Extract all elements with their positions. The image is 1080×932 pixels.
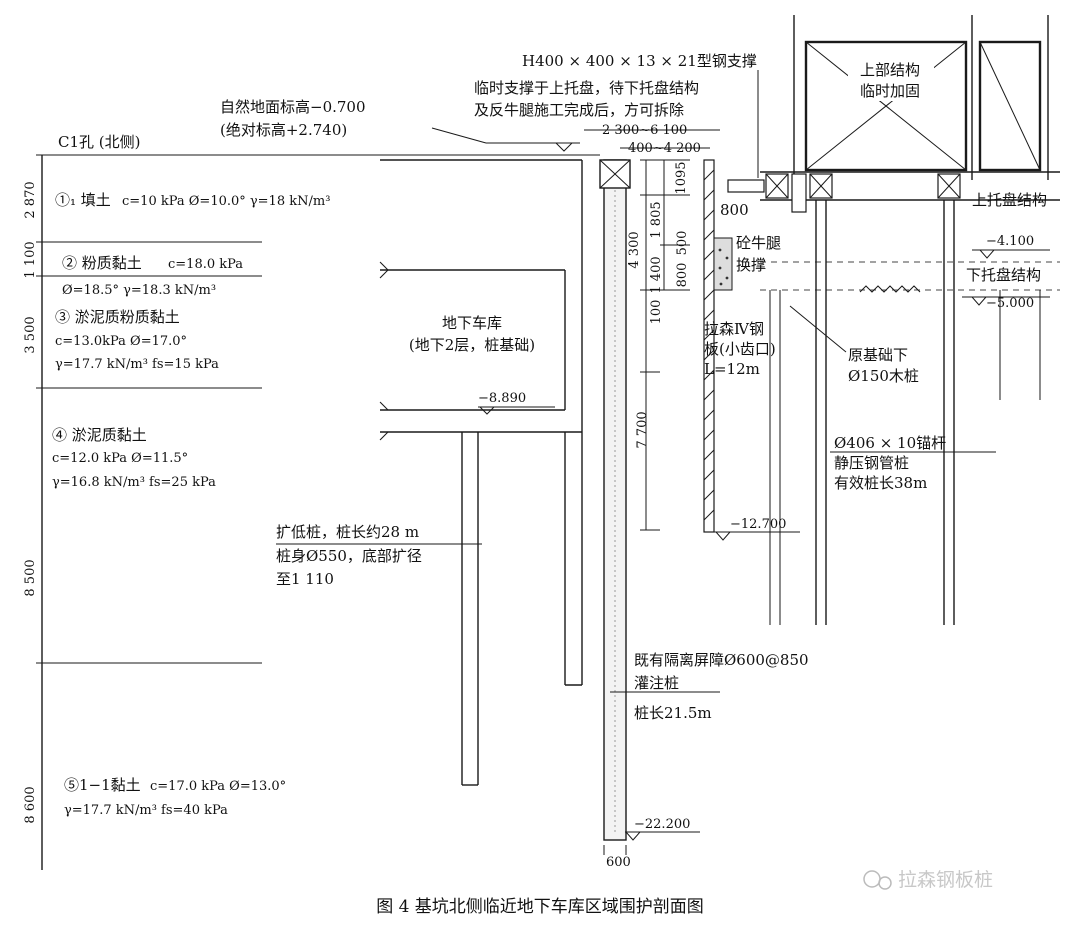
dim-800-horizontal: 800	[720, 201, 749, 219]
lower-tray: −4.100 下托盘结构 −5.000	[760, 234, 1060, 311]
garage-title: 地下车库	[442, 314, 502, 332]
upper-structure: 上部结构 临时加固	[793, 15, 1049, 180]
dim-500: 500	[675, 231, 690, 256]
elevation-minus-5000: −5.000	[986, 296, 1034, 311]
strut-dim-range-2: 400~4 200	[628, 141, 701, 156]
sheet-pile-label-2: 板(小齿口)	[704, 340, 776, 358]
absolute-elevation-label: (绝对标高+2.740)	[220, 121, 347, 139]
thickness-layer-2: 1 100	[23, 241, 38, 278]
layer-1-name: ①₁ 填土	[55, 191, 111, 209]
barrier-label-1: 既有隔离屏障Ø600@850	[634, 651, 809, 669]
wood-pile-label-2: Ø150木桩	[848, 367, 919, 385]
hatch-icon	[859, 285, 921, 293]
ground-elevation: 自然地面标高−0.700 (绝对标高+2.740)	[220, 98, 580, 152]
upper-structure-label-2: 临时加固	[860, 82, 920, 100]
thickness-layer-4: 8 500	[23, 559, 38, 596]
dim-1400: 1 400	[649, 256, 664, 293]
elevation-marker-icon	[714, 531, 732, 541]
dim-4300: 4 300	[627, 231, 642, 268]
pipe-pile-label-1: Ø406 × 10锚杆	[834, 434, 946, 452]
thickness-layer-5: 8 600	[23, 786, 38, 823]
wood-pile-label-1: 原基础下	[848, 346, 908, 364]
watermark-text: 拉森钢板桩	[898, 869, 993, 891]
steel-strut: H400 × 400 × 13 × 21型钢支撑 临时支撑于上托盘，待下托盘结构…	[474, 52, 765, 193]
corbel-label-2: 换撑	[736, 256, 766, 274]
layer-3-name: ③ 淤泥质粉质黏土	[55, 308, 180, 326]
barrier-bottom-elevation: −22.200	[634, 817, 690, 832]
layer-2-name: ② 粉质黏土	[62, 254, 142, 272]
lower-tray-label: 下托盘结构	[966, 266, 1041, 284]
layer-2-params-2: Ø=18.5° γ=18.3 kN/m³	[62, 283, 216, 298]
elevation-marker-icon	[554, 142, 574, 152]
figure-caption: 图 4 基坑北侧临近地下车库区域围护剖面图	[376, 897, 704, 917]
enlarged-pile-label-1: 扩低桩，桩长约28 m	[276, 523, 419, 541]
layer-3-params-1: c=13.0kPa Ø=17.0°	[55, 334, 187, 349]
dim-600: 600	[606, 855, 631, 870]
sheet-pile-label-1: 拉森Ⅳ钢	[704, 320, 764, 338]
dim-1095: 1095	[674, 161, 689, 194]
layer-2-params-1: c=18.0 kPa	[168, 257, 243, 272]
elevation-minus-4100: −4.100	[986, 234, 1034, 249]
dim-7700: 7 700	[635, 411, 650, 448]
layer-5-name: ⑤1−1黏土	[64, 776, 141, 794]
sheet-pile-toe-elevation: −12.700	[730, 517, 786, 532]
strut-note-1: 临时支撑于上托盘，待下托盘结构	[474, 79, 699, 97]
soil-layer-5: ⑤1−1黏土 c=17.0 kPa Ø=13.0° γ=17.7 kN/m³ f…	[64, 776, 286, 818]
borehole-label: C1孔 (北侧)	[58, 133, 141, 151]
enlarged-base-pile: 扩低桩，桩长约28 m 桩身Ø550，底部扩径 至1 110	[276, 432, 482, 786]
soil-layer-4: ④ 淤泥质黏土 c=12.0 kPa Ø=11.5° γ=16.8 kN/m³ …	[52, 426, 216, 490]
strut-dim-range-1: 2 300~6 100	[602, 123, 687, 138]
strut-spec: H400 × 400 × 13 × 21型钢支撑	[522, 52, 757, 70]
elevation-marker-icon	[478, 406, 496, 415]
steel-pipe-piles: Ø406 × 10锚杆 静压钢管桩 有效桩长38m	[769, 200, 1041, 625]
soil-layer-1: ①₁ 填土 c=10 kPa Ø=10.0° γ=18 kN/m³	[55, 191, 330, 209]
wood-pile-note: 原基础下 Ø150木桩	[789, 305, 919, 385]
elevation-marker-icon	[978, 249, 996, 259]
dim-100: 100	[649, 300, 664, 325]
upper-structure-label-1: 上部结构	[860, 61, 920, 79]
layer-5-params-2: γ=17.7 kN/m³ fs=40 kPa	[64, 803, 228, 818]
pipe-pile-label-3: 有效桩长38m	[834, 474, 927, 492]
dimension-chain: 1095 4 300 1 805 500 1 400 800 100 7 700	[627, 159, 690, 531]
isolation-barrier-pile: 既有隔离屏障Ø600@850 灌注桩 桩长21.5m −22.200 600	[599, 159, 809, 870]
dim-800-vertical: 800	[675, 263, 690, 288]
dim-1805: 1 805	[649, 201, 664, 238]
natural-ground-label: 自然地面标高−0.700	[220, 98, 366, 116]
garage-floor-elevation: −8.890	[478, 391, 526, 406]
enlarged-pile-label-2: 桩身Ø550，底部扩径	[276, 547, 422, 565]
layer-4-name: ④ 淤泥质黏土	[52, 426, 147, 444]
layer-4-params-2: γ=16.8 kN/m³ fs=25 kPa	[52, 475, 216, 490]
barrier-length-label: 桩长21.5m	[634, 704, 712, 722]
elevation-marker-icon	[624, 831, 642, 841]
soil-layer-2: ② 粉质黏土 c=18.0 kPa Ø=18.5° γ=18.3 kN/m³	[62, 254, 243, 298]
sheet-pile-label-3: L=12m	[704, 360, 760, 378]
layer-3-params-2: γ=17.7 kN/m³ fs=15 kPa	[55, 357, 219, 372]
thickness-layer-1: 2 870	[23, 181, 38, 218]
concrete-corbel: 砼牛腿 换撑 800	[713, 201, 781, 291]
larssen-sheet-pile: 拉森Ⅳ钢 板(小齿口) L=12m −12.700	[703, 159, 800, 541]
watermark: 拉森钢板桩	[863, 869, 993, 891]
elevation-marker-icon	[970, 296, 988, 306]
underground-garage: 地下车库 (地下2层，桩基础) −8.890	[379, 159, 583, 686]
layer-4-params-1: c=12.0 kPa Ø=11.5°	[52, 451, 188, 466]
enlarged-pile-label-3: 至1 110	[276, 570, 334, 588]
strut-note-2: 及反牛腿施工完成后，方可拆除	[474, 101, 684, 119]
upper-tray: 上托盘结构	[760, 171, 1060, 213]
wechat-icon	[863, 870, 881, 888]
soil-layer-3: ③ 淤泥质粉质黏土 c=13.0kPa Ø=17.0° γ=17.7 kN/m³…	[55, 308, 219, 372]
pipe-pile-label-2: 静压钢管桩	[834, 454, 909, 472]
layer-1-params: c=10 kPa Ø=10.0° γ=18 kN/m³	[122, 194, 330, 209]
upper-tray-label: 上托盘结构	[972, 191, 1047, 209]
garage-subtitle: (地下2层，桩基础)	[409, 336, 535, 354]
barrier-label-2: 灌注桩	[634, 674, 679, 692]
layer-5-params-1: c=17.0 kPa Ø=13.0°	[150, 779, 286, 794]
soil-thickness-labels: 2 870 1 100 3 500 8 500 8 600	[23, 181, 38, 823]
soil-boundaries	[36, 154, 600, 664]
thickness-layer-3: 3 500	[23, 316, 38, 353]
ground-leader	[431, 127, 487, 144]
corbel-label-1: 砼牛腿	[736, 234, 781, 252]
